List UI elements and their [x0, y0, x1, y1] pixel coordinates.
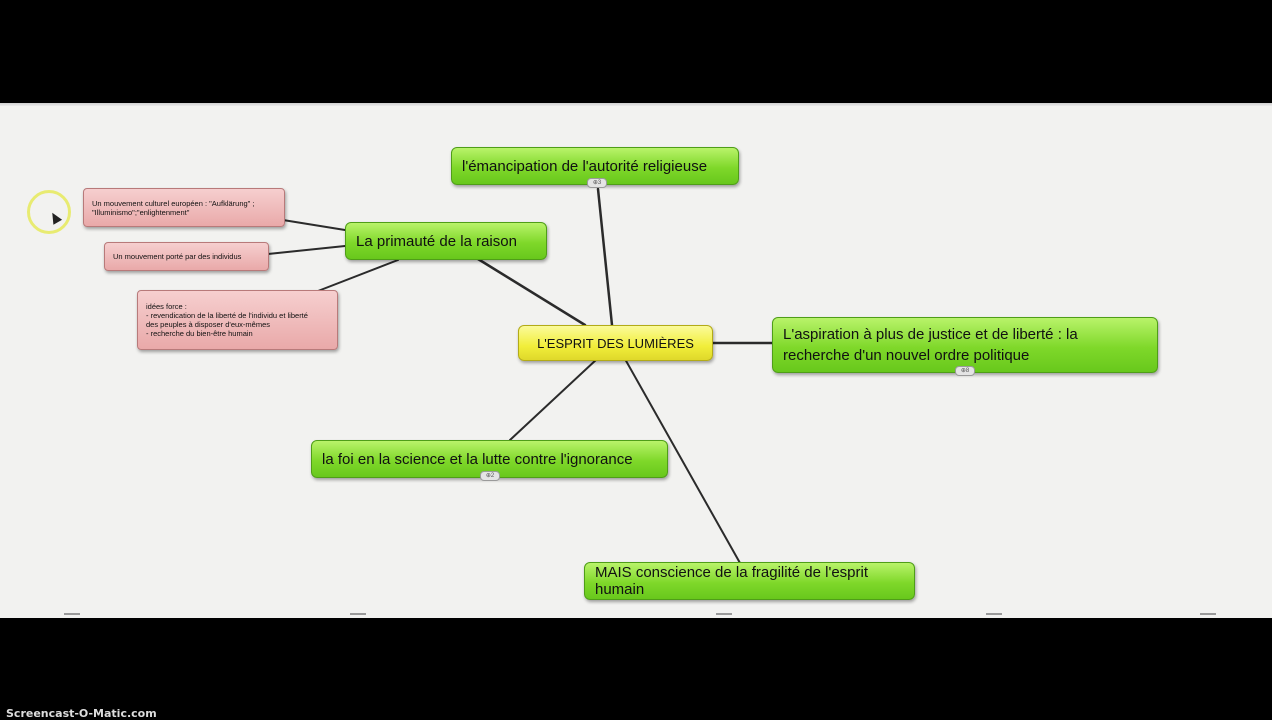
note-idees-line4: - recherche du bien-être humain — [146, 329, 253, 338]
topic-raison[interactable]: La primauté de la raison — [345, 222, 547, 260]
note-idees-line3: des peuples à disposer d'eux-mêmes — [146, 320, 270, 329]
topic-fragilite[interactable]: MAIS conscience de la fragilité de l'esp… — [584, 562, 915, 600]
scroll-tick — [350, 613, 366, 615]
topic-emancipation-label: l'émancipation de l'autorité religieuse — [462, 157, 708, 175]
scroll-tick — [986, 613, 1002, 615]
note-mouvement-line1: Un mouvement culturel européen : "Aufklä… — [92, 198, 255, 208]
connection-lines — [267, 187, 775, 564]
link-raison-idees — [317, 259, 399, 292]
topic-aspiration-label-line1: L'aspiration à plus de justice et de lib… — [783, 326, 1078, 343]
scroll-tick — [64, 613, 80, 615]
note-mouvement-line2: "Illuminismo";"enlightenment" — [92, 207, 190, 217]
note-mouvement-culturel[interactable]: Un mouvement culturel européen : "Aufklä… — [83, 188, 285, 227]
link-center-emancipation — [596, 187, 614, 327]
topic-science-label: la foi en la science et la lutte contre … — [322, 450, 633, 468]
central-topic[interactable]: L'ESPRIT DES LUMIÈRES — [518, 325, 713, 361]
link-center-fragilite — [624, 358, 741, 564]
scroll-tick — [716, 613, 732, 615]
expand-badge-science[interactable]: ⊕2 — [480, 471, 500, 481]
note-individus-label: Un mouvement porté par des individus — [113, 252, 242, 261]
note-idees-force[interactable]: idées force : - revendication de la libe… — [137, 290, 338, 350]
canvas-top-border — [0, 103, 1272, 106]
expand-badge-emancipation[interactable]: ⊕3 — [587, 178, 607, 188]
recorder-watermark: Screencast-O-Matic.com — [6, 707, 157, 720]
topic-raison-label: La primauté de la raison — [356, 232, 517, 250]
link-center-science — [509, 358, 598, 441]
expand-badge-aspiration[interactable]: ⊕8 — [955, 366, 975, 376]
scroll-tick — [1200, 613, 1216, 615]
link-raison-mouvement — [282, 219, 346, 231]
note-idees-line2: - revendication de la liberté de l'indiv… — [146, 311, 308, 320]
cursor-highlight-ring — [27, 190, 71, 234]
note-idees-line1: idées force : — [146, 302, 187, 311]
topic-fragilite-label: MAIS conscience de la fragilité de l'esp… — [595, 564, 868, 598]
mindmap-canvas[interactable]: L'ESPRIT DES LUMIÈRES l'émancipation de … — [0, 103, 1272, 618]
link-center-raison — [476, 257, 587, 327]
topic-aspiration[interactable]: L'aspiration à plus de justice et de lib… — [772, 317, 1158, 373]
note-individus[interactable]: Un mouvement porté par des individus — [104, 242, 269, 271]
topic-aspiration-label-line2: recherche d'un nouvel ordre politique — [783, 347, 1030, 364]
link-raison-individus — [267, 245, 346, 255]
central-topic-label: L'ESPRIT DES LUMIÈRES — [537, 335, 694, 351]
